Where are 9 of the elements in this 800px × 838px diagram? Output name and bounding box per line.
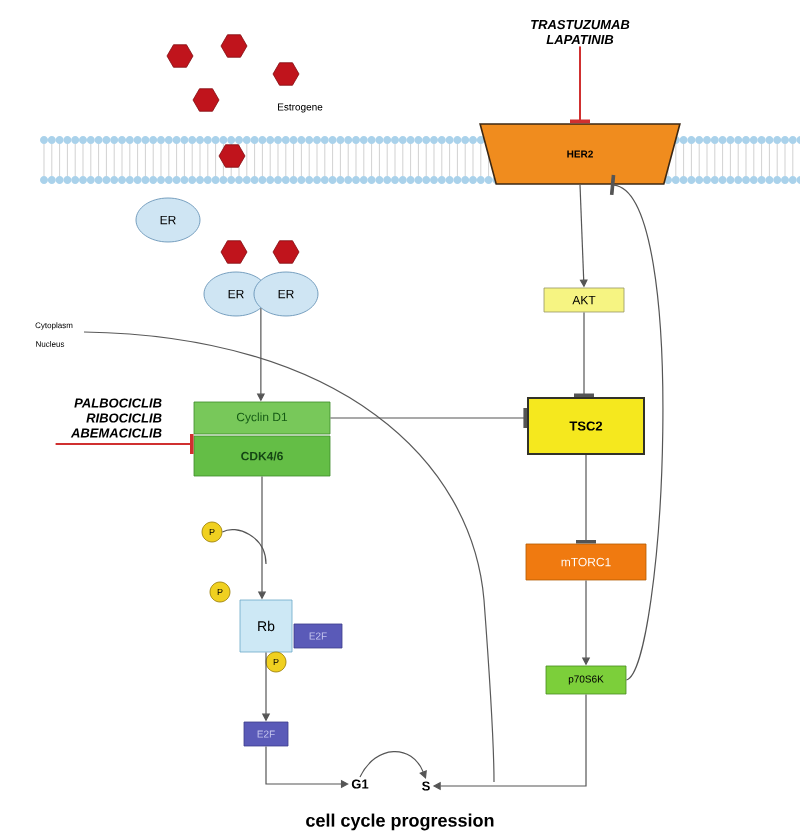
arrow: [576, 454, 596, 544]
arrow: [359, 751, 427, 779]
arrow: [570, 45, 590, 124]
arrow: [574, 311, 594, 397]
arrow: [329, 408, 527, 428]
leader-line: [221, 529, 267, 565]
caption-text: cell cycle progression: [306, 813, 494, 831]
arrow: [609, 174, 664, 681]
arrow: [54, 434, 194, 454]
